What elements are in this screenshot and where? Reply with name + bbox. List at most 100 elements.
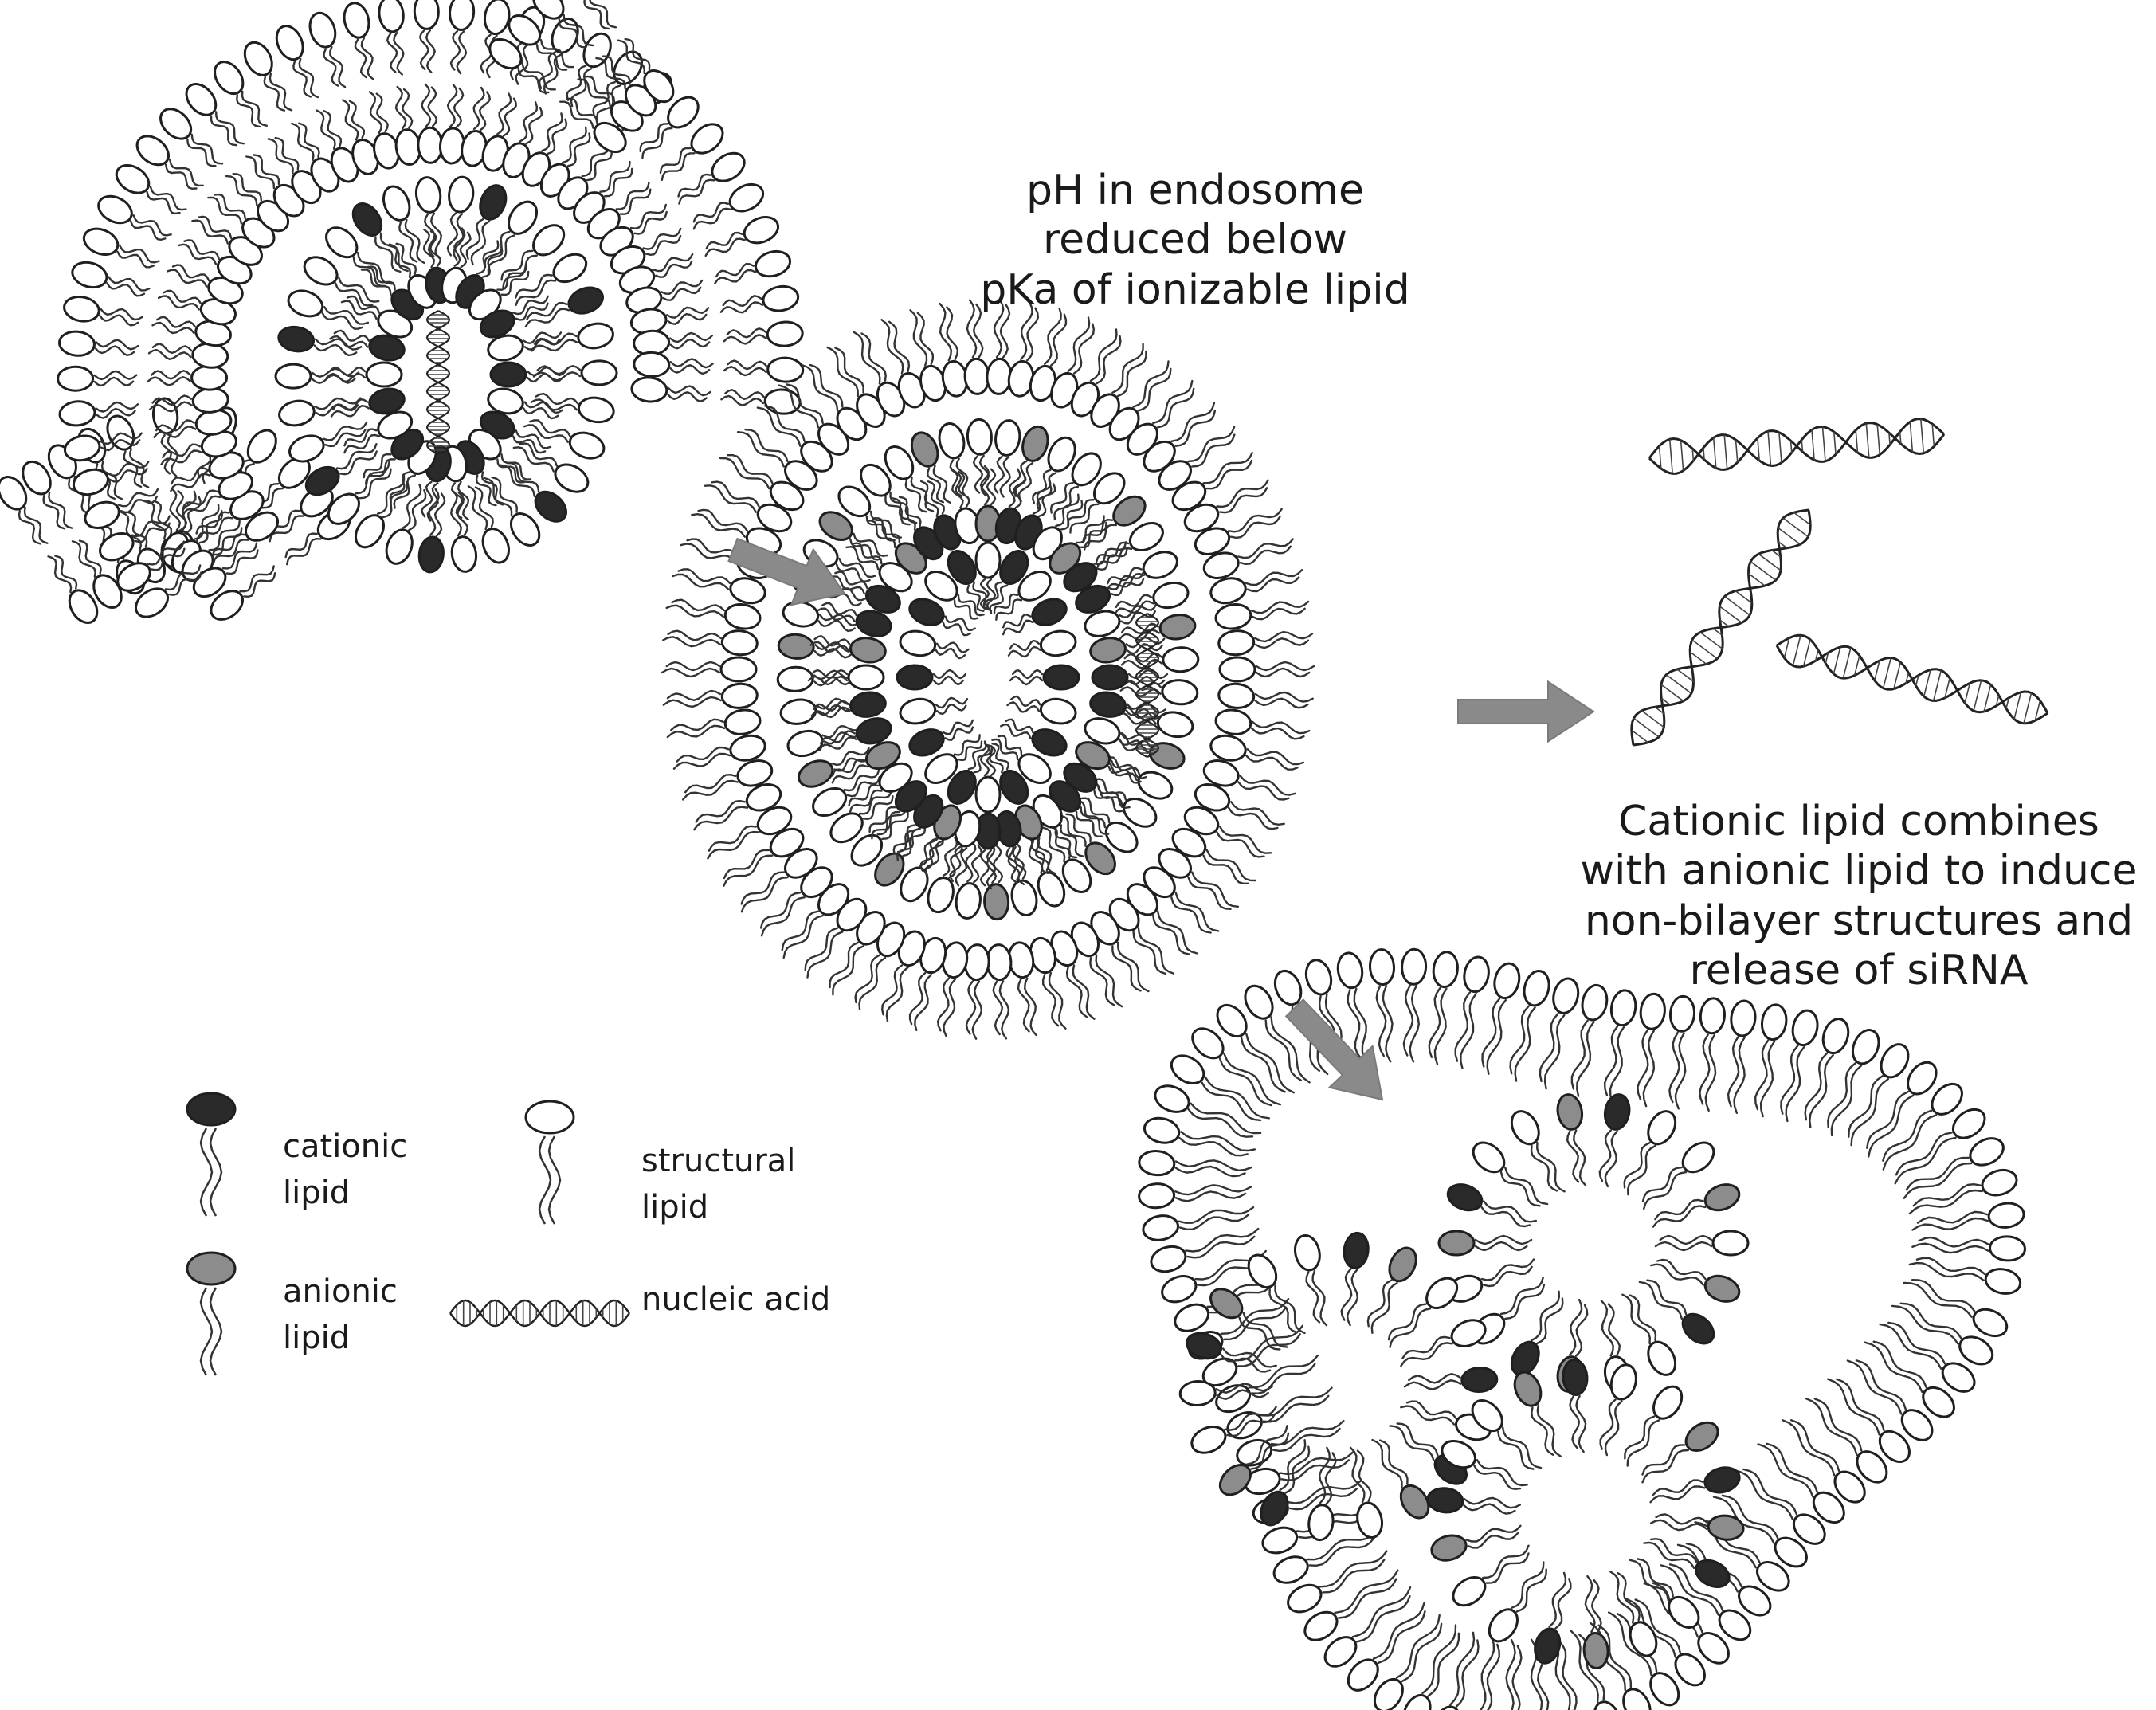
lipid-tail [1789,1419,1840,1473]
structural-lipid-head [58,400,96,427]
lipid-tail [831,747,870,767]
anionic-lipid-head [798,759,834,788]
lipid-tail [536,364,582,375]
lipid-tail [194,503,220,540]
lipid-tail [1264,1019,1303,1081]
lipid-tail [1421,1624,1457,1695]
lipid-tail [781,910,819,951]
structural-lipid-head [1356,1501,1383,1539]
structural-lipid-head [151,397,179,435]
lipid-tail [1218,1057,1272,1107]
lipid-tail [155,419,195,432]
lipid-tail [515,429,552,449]
structural-lipid-head [763,388,802,415]
lipid-tail [714,269,757,284]
lipid-tail [859,788,892,815]
lipid-tail [1337,1578,1397,1619]
lipid-tail [311,374,356,385]
lipid-tail [178,490,197,532]
lipid-tail [1072,964,1096,1020]
lipid-tail [936,977,950,1032]
lipid-tail [577,78,611,108]
lipid-tail [1048,971,1067,1030]
lipid-tail [1240,1037,1286,1093]
lipid-tail [1554,1578,1572,1630]
lipid-tail [155,316,196,328]
cationic-lipid-head [849,691,887,718]
lipid-tail [1219,826,1272,854]
lipid-tail [1084,524,1117,551]
structural-lipid-head [1931,1082,1963,1116]
structural-lipid-head [1552,977,1580,1014]
lipid-tail [786,383,824,425]
lipid-tail [196,516,233,542]
lipid-tail [619,188,652,215]
structural-lipid-head [1190,1426,1227,1454]
lipid-tail [1351,1586,1412,1638]
lipid-tail [354,38,367,79]
lipid-tail [942,837,958,877]
base-pair [1712,628,1723,636]
lipid-tail [814,641,857,653]
lipid-tail [1322,1559,1386,1594]
lipid-tail [163,289,202,304]
structural-lipid-head [1247,1253,1278,1289]
lipid-tail [1483,1265,1533,1288]
base-pair [1874,660,1880,681]
lipid-tail [1349,1446,1366,1504]
structural-lipid-head [1812,1491,1845,1524]
lipid-tail [1032,477,1052,515]
lipid-tail [153,426,197,438]
structural-lipid-head [766,320,804,347]
structural-lipid-head [1493,962,1521,1000]
structural-lipid-head [1792,1513,1826,1545]
structural-lipid-head [762,284,800,312]
lipid-tail [1205,459,1253,490]
lipid-tail [1543,1014,1566,1090]
lipid-tail [1652,1479,1704,1496]
lipid-tail [1239,545,1292,566]
base-pair [1833,431,1837,455]
structural-lipid-head [214,61,245,96]
caption-line: non-bilayer structures and [1584,896,2134,945]
lipid-tail [165,163,198,190]
lipid-tail [1473,1465,1522,1491]
cationic-lipid-head [1075,584,1111,614]
lipid-tail [707,830,760,860]
lipid-tail [834,571,868,590]
lipid-tail [997,735,1023,755]
lipid-tail [1279,1439,1307,1492]
base-pair [1665,674,1692,694]
lipid-tail [1107,567,1143,585]
lipid-tail [23,506,49,544]
structural-lipid-head [1323,1636,1358,1668]
lipid-tail [1481,998,1501,1068]
lipid-tail [642,227,682,250]
lipid-tail [1174,410,1217,447]
lipid-tail [1137,927,1174,975]
structural-lipid-head [1137,771,1174,800]
lipid-tail [1254,637,1310,649]
lipid-tail [1535,1142,1566,1193]
lipid-tail [909,309,928,367]
structural-lipid-head [450,535,478,573]
lipid-tail [541,112,563,152]
lipid-tail [500,453,532,480]
structural-lipid-head [1791,1009,1819,1047]
lipid-tail [329,335,369,348]
lipid-tail [198,215,233,239]
structural-lipid-head [115,163,151,194]
lipid-tail [532,371,582,382]
structural-lipid-head [719,656,758,683]
lipid-tail [1187,426,1236,463]
structural-lipid-head [955,882,982,920]
structural-lipid-head [1162,646,1200,673]
lipid-tail [957,594,985,617]
lipid-tail [99,432,143,445]
structural-lipid-head [1214,708,1252,735]
structural-lipid-head [728,182,765,213]
lipid-tail [885,967,909,1022]
structural-lipid-head [1150,1245,1187,1273]
base-pair [1931,423,1935,447]
lipid-tail [1049,313,1068,367]
